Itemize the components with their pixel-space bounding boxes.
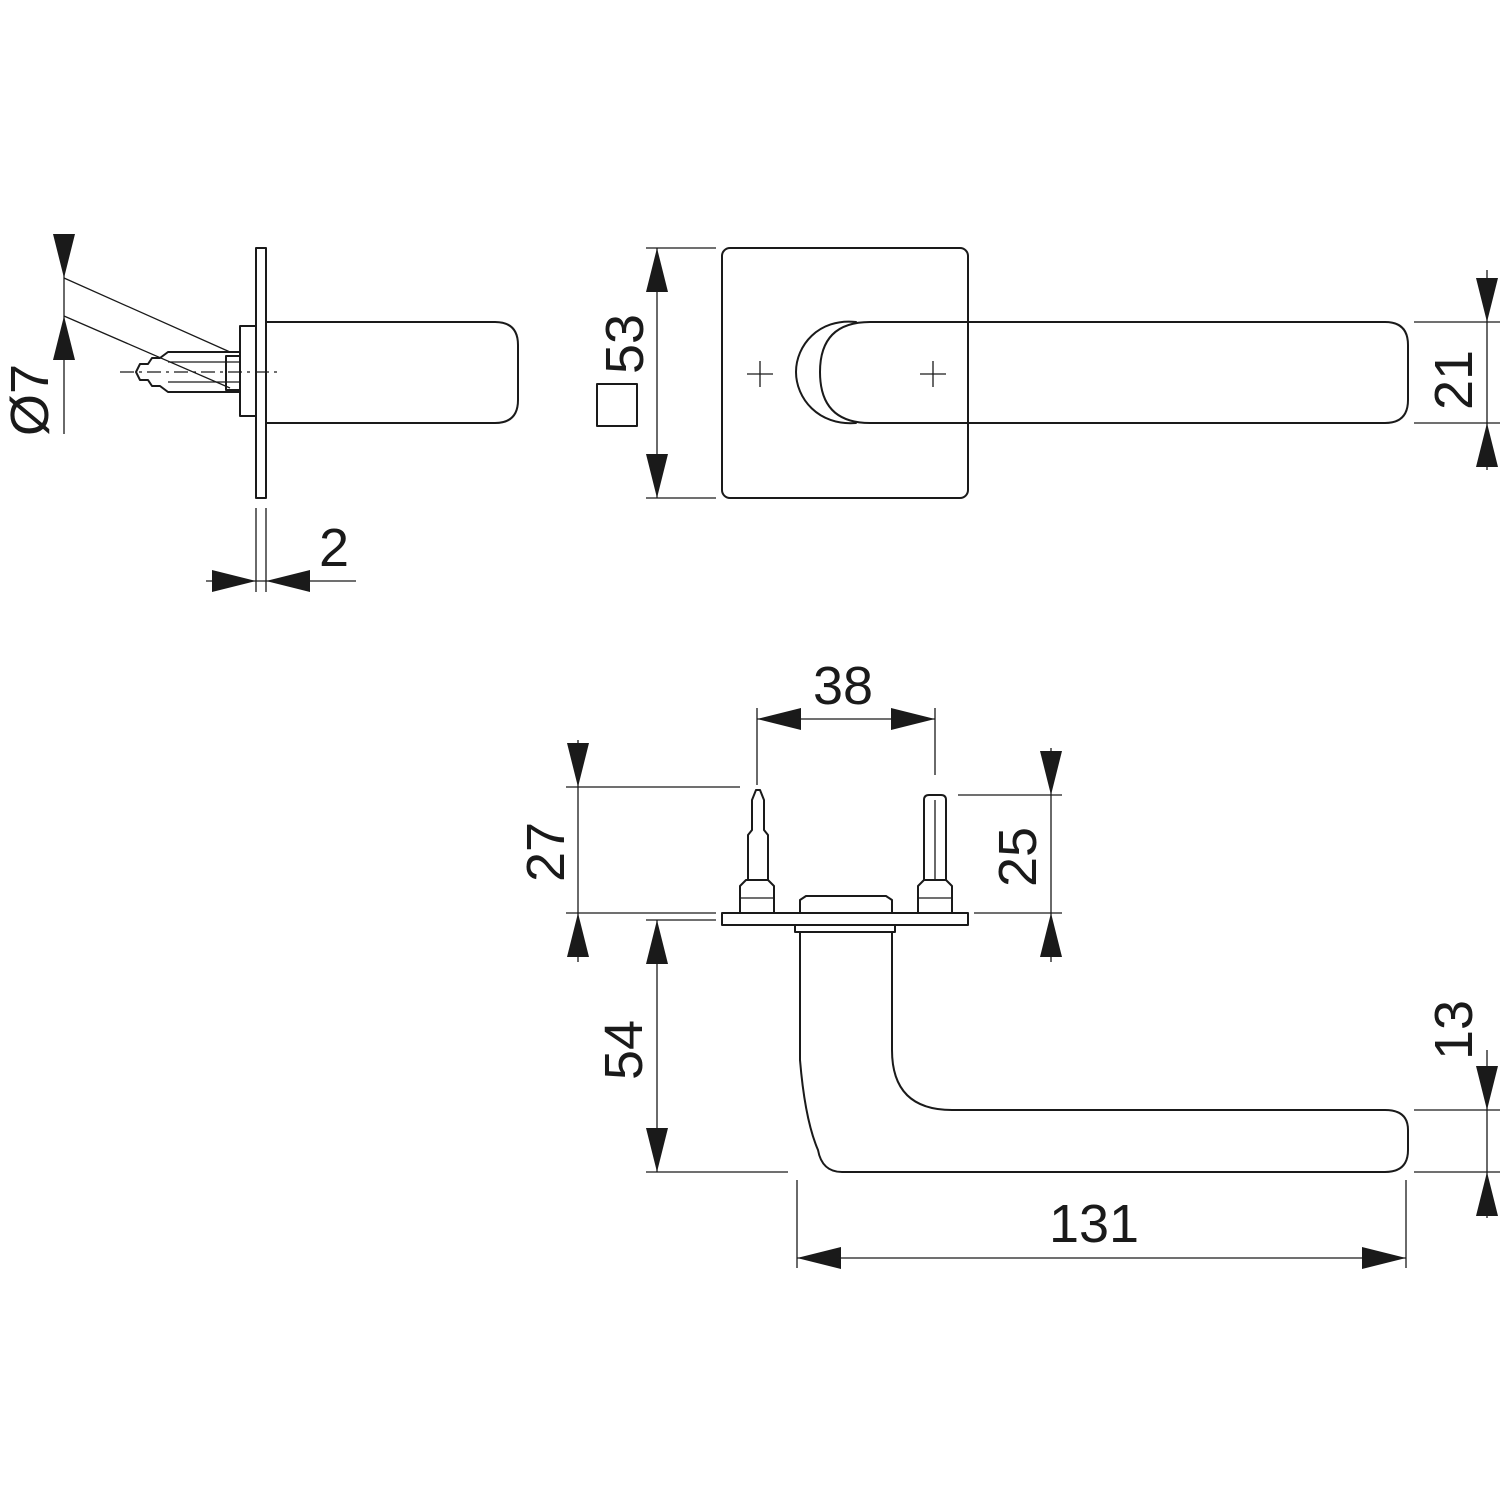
h21-arrow-bottom [1476, 423, 1498, 467]
top-base-plate [721, 912, 969, 926]
dim-lever-length: 131 [1049, 1194, 1139, 1254]
top-rose-base [794, 924, 896, 933]
d27-arrow-top [567, 743, 589, 787]
front-screw-hole-right [920, 361, 946, 387]
d131-arrow-left [797, 1247, 841, 1269]
thk-arrow-left [212, 570, 256, 592]
dia-extension-bottom [63, 315, 231, 389]
dim-rose-square-size: 53 [595, 314, 655, 374]
top-lever-body [799, 931, 1409, 1173]
dim-projection: 54 [594, 1020, 654, 1080]
dim-fixing-distance: 38 [813, 656, 873, 716]
dia-arrow-bottom [53, 316, 75, 360]
d38-arrow-left [757, 708, 801, 730]
front-square-rose [721, 247, 969, 499]
dim-fixing-pin-length: 25 [988, 827, 1048, 887]
side-view: Ø7 2 [0, 234, 519, 592]
d25-arrow-bottom [1040, 913, 1062, 957]
d13-arrow-top [1476, 1066, 1498, 1110]
front-lever-neck [795, 320, 857, 425]
front-lever [819, 321, 1409, 424]
front-screw-hole-left [747, 361, 773, 387]
top-view: 38 27 25 54 13 131 [516, 656, 1500, 1269]
sq-arrow-bottom [646, 454, 668, 498]
d54-arrow-bottom [646, 1128, 668, 1172]
dim-lever-height: 21 [1424, 350, 1484, 410]
dim-fixing-screw-length: 27 [516, 822, 576, 882]
dia-arrow-top [53, 234, 75, 278]
top-fixing-screw-left [739, 789, 775, 914]
sq-arrow-top [646, 248, 668, 292]
h21-arrow-top [1476, 278, 1498, 322]
thk-arrow-right [266, 570, 310, 592]
dim-rose-thickness: 2 [319, 518, 349, 578]
top-fixing-pin-right [917, 794, 953, 914]
side-grub-screw [225, 355, 241, 391]
d38-arrow-right [891, 708, 935, 730]
dim-lever-end-thickness: 13 [1424, 1000, 1484, 1060]
d25-arrow-top [1040, 751, 1062, 795]
d13-arrow-bottom [1476, 1172, 1498, 1216]
d54-arrow-top [646, 920, 668, 964]
d27-arrow-bottom [567, 913, 589, 957]
top-central-boss [799, 895, 893, 914]
side-spindle-collar [239, 325, 257, 417]
d131-arrow-right [1362, 1247, 1406, 1269]
front-view: 53 21 [595, 247, 1500, 499]
square-symbol-icon [596, 383, 638, 427]
side-lever-body [265, 321, 519, 424]
side-rose-plate [255, 247, 267, 499]
dim-spindle-diameter: Ø7 [0, 364, 60, 436]
dia-extension-top [63, 277, 231, 353]
